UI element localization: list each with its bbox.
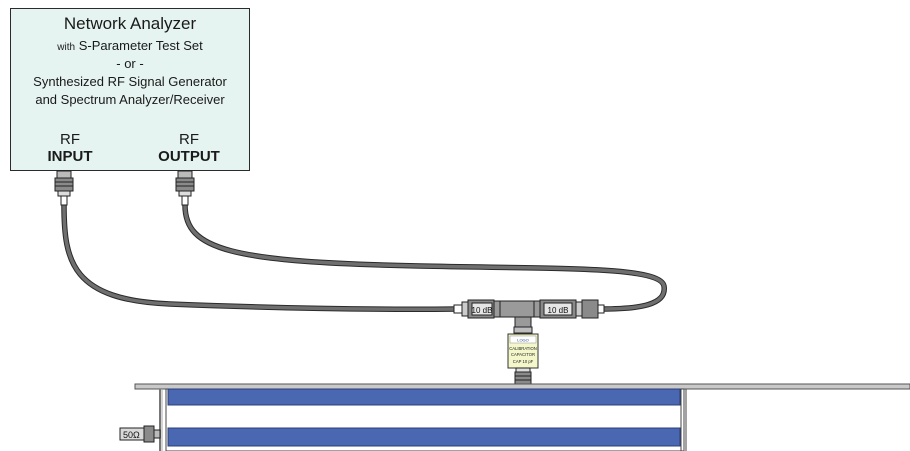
device-under-test-board [159,388,687,451]
subtitle-prefix: with [57,42,76,53]
rf-input-bottom: INPUT [47,148,93,165]
network-analyzer-box: Network Analyzer with S-Parameter Test S… [10,8,250,171]
capacitor-line1: CALIBRATION [509,346,537,351]
right-attenuator-icon [539,299,577,319]
capacitor-bottom-connector-icon [514,367,532,385]
rf-output-port-label: RF OUTPUT [149,131,229,165]
instrument-alt-line2: and Spectrum Analyzer/Receiver [35,92,225,107]
calibration-capacitor: LOGO CALIBRATION CAPACITOR CAP 10 pF [507,333,539,369]
input-connector-icon [54,170,74,206]
instrument-title: Network Analyzer [63,14,197,33]
left-attenuator-label: 10 dB [472,306,493,315]
left-attenuator-icon [467,299,495,319]
instrument-alt-line1: Synthesized RF Signal Generator [33,74,227,89]
tee-connector-icon [493,300,541,334]
rf-output-bottom: OUTPUT [158,148,220,165]
capacitor-line2: CAPACITOR [511,352,535,357]
capacitor-line3: CAP 10 pF [513,359,534,364]
instrument-subtitle: with S-Parameter Test Set [11,38,249,53]
termination-label: 50Ω [123,430,140,440]
capacitor-logo: LOGO [517,338,529,343]
rf-input-top: RF [60,131,80,148]
right-cable-end-icon [575,299,605,319]
output-connector-icon [175,170,195,206]
right-attenuator-label: 10 dB [548,306,569,315]
instrument-or-text: - or - [116,56,144,71]
rf-output-top: RF [179,131,199,148]
rf-input-port-label: RF INPUT [35,131,105,165]
subtitle-text: S-Parameter Test Set [78,38,203,53]
fixture-top-plate [134,383,910,390]
termination-connector-icon [119,425,161,443]
left-cable-end-icon [453,301,469,317]
